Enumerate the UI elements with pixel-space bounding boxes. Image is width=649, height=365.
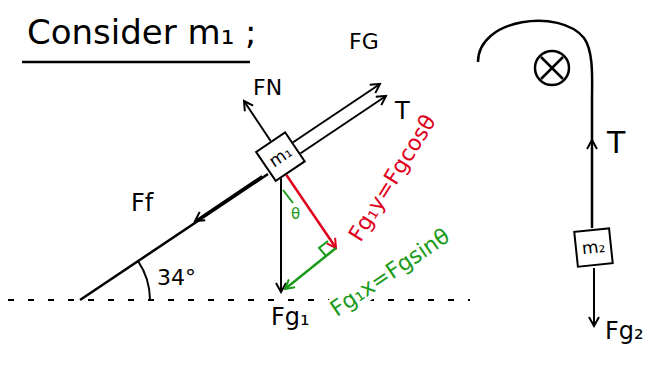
mass-label: m₁	[266, 143, 296, 172]
gravity-y-component	[283, 170, 336, 248]
tension-arrow	[298, 96, 386, 155]
force-label: T	[394, 98, 411, 124]
friction-arrow	[195, 176, 262, 221]
force-label: Fg₁	[270, 304, 311, 330]
gravity-arrow-2	[593, 268, 595, 326]
force-label: Ff	[130, 190, 154, 216]
theta-mark	[283, 190, 293, 203]
rope	[478, 21, 592, 228]
force-label: FN	[252, 76, 283, 100]
angle-symbol: θ	[290, 206, 301, 223]
heading: Consider m₁ ;	[26, 14, 258, 51]
angle-arc	[138, 261, 150, 300]
tension-arrow-2	[591, 140, 593, 175]
gravity-arrow	[280, 172, 282, 292]
angle-label: 34°	[156, 266, 197, 290]
component-label: Fg₁y=Fgcosθ	[344, 110, 442, 247]
gravity-x-component	[285, 248, 336, 289]
pulley	[535, 51, 569, 85]
pulley-axle	[541, 57, 563, 79]
normal-force-arrow	[244, 101, 272, 143]
force-label: FG	[348, 30, 380, 54]
incline-surface	[80, 174, 268, 300]
right-angle-mark	[319, 241, 328, 256]
horizontal-reference	[8, 299, 470, 301]
hanging-mass: m₂	[573, 227, 614, 268]
component-label: Fg₁x=Fgsinθ	[325, 224, 455, 323]
mass-label: m₂	[581, 237, 606, 258]
title-underline	[22, 61, 250, 64]
force-label: T	[606, 126, 626, 159]
force-label: Fg₂	[604, 318, 645, 344]
applied-force-arrow	[292, 84, 380, 143]
